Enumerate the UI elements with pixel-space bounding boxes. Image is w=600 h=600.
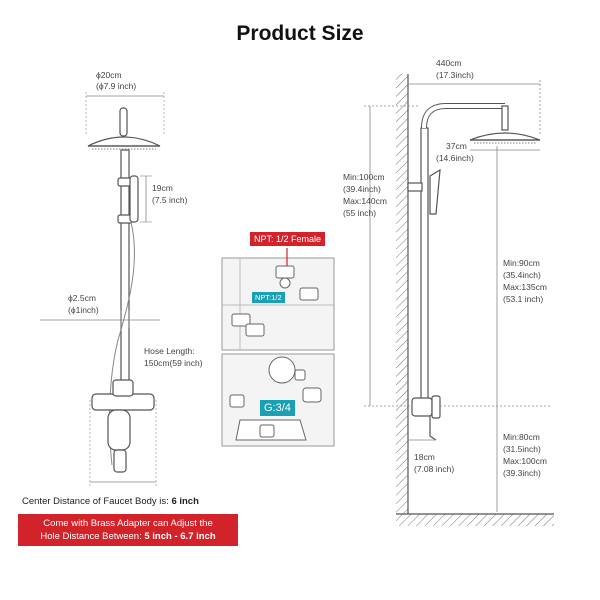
adapter-banner: Come with Brass Adapter can Adjust the H… [18, 514, 238, 546]
pipe-diameter-label: ϕ2.5cm [68, 293, 96, 303]
right-shower-side-view [364, 74, 554, 526]
pipe-diameter-inch-label: (ϕ1inch) [68, 305, 99, 315]
center-connector-details [221, 248, 335, 447]
hose-length-label: Hose Length: [144, 346, 195, 356]
head-diameter-label: ϕ20cm [96, 70, 122, 80]
banner-line-2-text: Hole Distance Between: [40, 531, 145, 542]
total-min-label: Min:100cm [343, 172, 385, 182]
holder-height-inch-label: (7.5 inch) [152, 195, 188, 205]
npt-female-tag: NPT: 1/2 Female [250, 232, 326, 246]
npt-small-tag: NPT:1/2 [252, 292, 285, 303]
left-shower-front-view [40, 92, 165, 486]
center-distance-note: Center Distance of Faucet Body is: 6 inc… [22, 496, 199, 507]
floor-min-label: Min:80cm [503, 432, 540, 442]
rail-max-label: Max:135cm [503, 282, 547, 292]
center-distance-text: Center Distance of Faucet Body is: [22, 496, 172, 507]
hose-length-value: 150cm(59 inch) [144, 358, 203, 368]
banner-line-1: Come with Brass Adapter can Adjust the [43, 518, 213, 529]
floor-max-label: Max:100cm [503, 456, 547, 466]
rail-max-inch-label: (53.1 inch) [503, 294, 544, 304]
banner-line-2-value: 5 inch - 6.7 inch [144, 531, 216, 542]
total-max-inch-label: (55 inch) [343, 208, 377, 218]
holder-height-label: 19cm [152, 183, 173, 193]
banner-line-2: Hole Distance Between: 5 inch - 6.7 inch [22, 530, 234, 543]
floor-max-inch-label: (39.3inch) [503, 468, 541, 478]
floor-min-inch-label: (31.5inch) [503, 444, 541, 454]
head-diameter-inch-label: (ϕ7.9 inch) [96, 81, 137, 91]
center-distance-value: 6 inch [171, 496, 199, 507]
page-title: Product Size [236, 22, 364, 45]
rail-min-label: Min:90cm [503, 258, 540, 268]
head-size-label: 37cm [446, 141, 467, 151]
total-min-inch-label: (39.4inch) [343, 184, 381, 194]
g34-tag: G:3/4 [260, 400, 295, 416]
wall-offset-inch-label: (7.08 inch) [414, 464, 455, 474]
total-max-label: Max:140cm [343, 196, 387, 206]
arm-length-inch-label: (17.3inch) [436, 70, 474, 80]
arm-length-label: 440cm [436, 58, 462, 68]
rail-min-inch-label: (35.4inch) [503, 270, 541, 280]
wall-offset-label: 18cm [414, 452, 435, 462]
head-size-inch-label: (14.6inch) [436, 153, 474, 163]
